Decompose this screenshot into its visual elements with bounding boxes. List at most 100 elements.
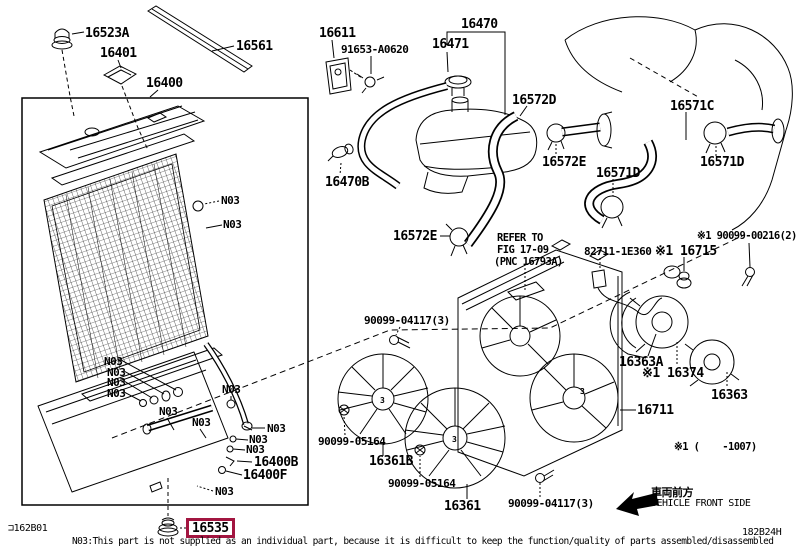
clamp-16572e-left-icon bbox=[440, 223, 469, 257]
label-16361b[interactable]: 16361B bbox=[369, 454, 413, 469]
label-16523a[interactable]: 16523A bbox=[85, 26, 129, 41]
hose-stub-right-icon bbox=[726, 118, 785, 144]
bracket-16611-icon bbox=[325, 39, 352, 95]
label-91653-a0620[interactable]: 91653-A0620 bbox=[341, 43, 409, 56]
label-n03-12: N03 bbox=[246, 443, 265, 456]
figure-code-left: ⊐162B01 bbox=[8, 523, 48, 534]
fan-16361-icon bbox=[404, 387, 506, 499]
clip-16470b-icon bbox=[327, 143, 354, 176]
refer-note-line3: (PNC 16793A) bbox=[494, 256, 563, 268]
label-90099-04117-bot[interactable]: 90099-04117(3) bbox=[508, 497, 594, 510]
label-16715[interactable]: ※1 16715 bbox=[655, 244, 717, 259]
bolt-90099-04117-bot-icon bbox=[535, 469, 555, 497]
radiator-lower-hose-stub bbox=[142, 404, 214, 435]
label-16561[interactable]: 16561 bbox=[236, 39, 273, 54]
leader-16400 bbox=[149, 89, 159, 98]
strip-16561-icon bbox=[147, 5, 253, 73]
label-date-note: ※1 ( -1007) bbox=[674, 441, 757, 453]
motor-16363-icon bbox=[684, 339, 740, 388]
clamp-16571d-left-icon bbox=[600, 179, 624, 229]
radiator-gasket-upper bbox=[50, 133, 196, 186]
refer-note-line1: REFER TO bbox=[497, 232, 543, 244]
reservoir-cap-16471-icon bbox=[444, 75, 472, 96]
label-n03-10: N03 bbox=[267, 422, 286, 435]
label-16400b[interactable]: 16400B bbox=[254, 455, 298, 470]
highlighted-part-16535[interactable]: 16535 bbox=[186, 518, 235, 538]
footer-note: N03:This part is not supplied as an indi… bbox=[72, 536, 774, 547]
label-16401[interactable]: 16401 bbox=[100, 46, 137, 61]
label-16571c[interactable]: 16571C bbox=[670, 99, 714, 114]
label-16711[interactable]: 16711 bbox=[637, 403, 674, 418]
label-n03-7: N03 bbox=[159, 405, 178, 418]
label-16470[interactable]: 16470 bbox=[461, 17, 498, 32]
fan-shroud-16711-icon bbox=[457, 239, 636, 477]
label-16363[interactable]: 16363 bbox=[711, 388, 748, 403]
grommet-16715-icon bbox=[676, 257, 692, 289]
label-16361[interactable]: 16361 bbox=[444, 499, 481, 514]
label-16400f[interactable]: 16400F bbox=[243, 468, 287, 483]
label-n03-13: N03 bbox=[215, 485, 234, 498]
alignment-dashed-line bbox=[111, 235, 743, 439]
bolt-90099-05164-a-icon bbox=[338, 404, 350, 436]
radiator-gasket-lower bbox=[81, 347, 223, 402]
label-n03-3: N03 bbox=[104, 355, 123, 368]
hose-16571c-icon bbox=[584, 112, 687, 225]
radiator-outlet-pipe bbox=[203, 342, 253, 431]
outlet-pipe-icon bbox=[561, 111, 613, 149]
fan-hub-mark: 3 bbox=[380, 396, 385, 405]
label-16571d-right[interactable]: 16571D bbox=[700, 155, 744, 170]
refer-note-line2: FIG 17-09 bbox=[497, 244, 549, 256]
radiator-subdiagram-box bbox=[21, 97, 309, 506]
vehicle-front-en: VEHICLE FRONT SIDE bbox=[651, 498, 751, 509]
fan-hub-mark: 3 bbox=[580, 387, 585, 396]
label-16611[interactable]: 16611 bbox=[319, 26, 356, 41]
n03-leaders bbox=[120, 200, 265, 492]
grommet-16523a-icon bbox=[51, 28, 85, 117]
label-n03-6: N03 bbox=[107, 387, 126, 400]
label-n03-5: N03 bbox=[107, 376, 126, 389]
label-16400[interactable]: 16400 bbox=[146, 76, 183, 91]
bracket-16374-icon bbox=[609, 291, 678, 366]
label-90099-05164-a[interactable]: 90099-05164 bbox=[318, 435, 386, 448]
radiator-lower-tank bbox=[37, 351, 229, 493]
label-n03-4: N03 bbox=[107, 366, 126, 379]
vehicle-front-jp: 車両前方 bbox=[651, 486, 694, 499]
label-16374[interactable]: ※1 16374 bbox=[642, 366, 704, 381]
cap-16401-icon bbox=[102, 59, 149, 151]
label-16571d-left[interactable]: 16571D bbox=[596, 166, 640, 181]
bolt-90099-05164-b-icon bbox=[414, 444, 426, 477]
clamp-16572e-right-icon bbox=[546, 123, 566, 156]
engine-outline bbox=[564, 16, 793, 231]
label-16572d[interactable]: 16572D bbox=[512, 93, 556, 108]
label-n03-11: N03 bbox=[249, 433, 268, 446]
label-82711-1e360[interactable]: 82711-1E360 bbox=[584, 245, 652, 258]
clip-91653-icon bbox=[349, 56, 385, 94]
reservoir-tank-icon bbox=[415, 96, 538, 194]
vehicle-front-arrow-icon bbox=[616, 492, 659, 516]
motor-16363a-icon bbox=[629, 295, 689, 357]
connector-82711-icon bbox=[591, 258, 681, 315]
fan-hub-mark: 3 bbox=[452, 435, 457, 444]
label-90099-05164-b[interactable]: 90099-05164 bbox=[388, 477, 456, 490]
drain-plug-16535-icon bbox=[157, 478, 186, 537]
label-16572e-left[interactable]: 16572E bbox=[393, 229, 437, 244]
label-n03-1: N03 bbox=[221, 194, 240, 207]
label-90099-04117-top[interactable]: 90099-04117(3) bbox=[364, 314, 450, 327]
radiator-core bbox=[43, 153, 209, 383]
hose-16572d-icon bbox=[463, 105, 528, 247]
clamp-16571d-right-icon bbox=[703, 121, 727, 156]
label-16470b[interactable]: 16470B bbox=[325, 175, 369, 190]
fan-16361b-icon bbox=[337, 353, 429, 456]
label-90099-00216[interactable]: ※1 90099-00216(2) bbox=[697, 230, 796, 242]
figure-code-right: 182B24H bbox=[742, 527, 782, 538]
label-16572e-right[interactable]: 16572E bbox=[542, 155, 586, 170]
label-16363a[interactable]: 16363A bbox=[619, 355, 663, 370]
bolt-90099-00216-icon bbox=[741, 242, 755, 287]
label-16471[interactable]: 16471 bbox=[432, 37, 469, 52]
radiator-upper-tank bbox=[38, 105, 206, 212]
reservoir-16470-bracket-lines bbox=[446, 31, 506, 115]
bolt-90099-04117-top-icon bbox=[389, 326, 411, 349]
reservoir-hose-icon bbox=[357, 82, 448, 190]
